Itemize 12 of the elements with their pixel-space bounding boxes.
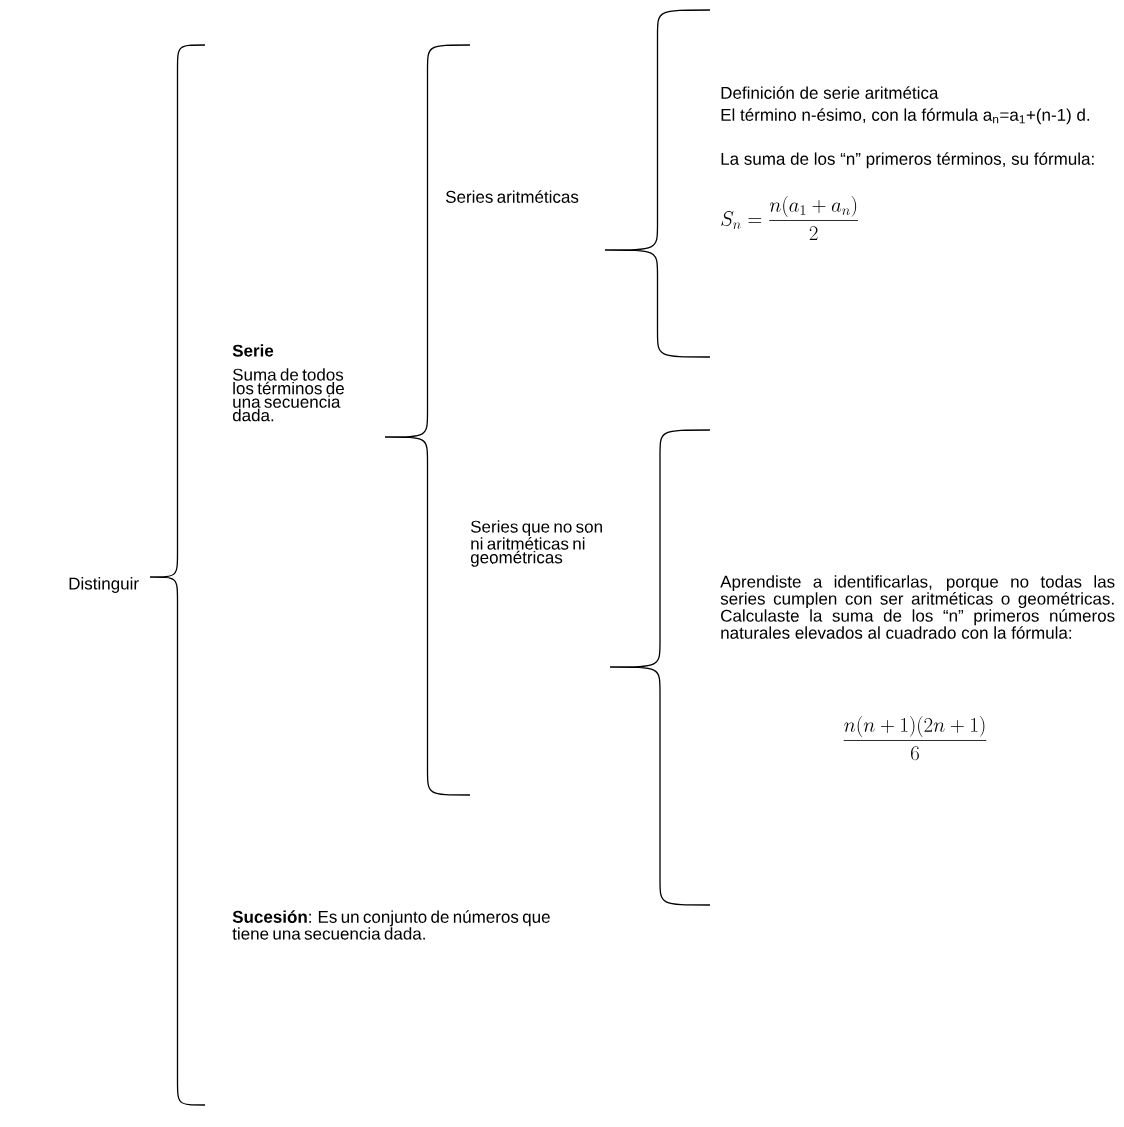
formula: $S_n = \frac{n(a_1 + a_n)}{2}$ bbox=[721, 196, 858, 240]
concept-text: Series que no son ni aritméticas ni geométricas bbox=[470, 520, 602, 567]
formula: $\frac{n(n+1)(2n+1)}{6}$ bbox=[843, 716, 987, 761]
concept-text: Distinguir bbox=[69, 577, 139, 593]
concept-text: La suma de los “n” primeros términos, su fórmula: bbox=[721, 152, 1094, 169]
concept-text: Aprendiste a identificarlas, porque no todas las series cumplen con ser aritméticas o geométricas. Calculaste la suma de los “n” primeros números naturales elevados al cuadrado con la fórmula: bbox=[720, 575, 1115, 639]
concept-text: Definición de serie aritmética bbox=[721, 86, 939, 99]
heading-text: Serie bbox=[232, 344, 274, 357]
concept-text: El término n-ésimo, con la fórmula a$_{n}$=a$_{1}$+(n-1) d. bbox=[721, 108, 1090, 125]
concept-text: Suma de todos los términos de una secuencia dada. bbox=[232, 368, 344, 422]
concept-text: Series aritméticas bbox=[445, 190, 579, 203]
concept-text: Sucesión: Es un conjunto de números que tiene una secuencia dada. bbox=[232, 910, 550, 940]
